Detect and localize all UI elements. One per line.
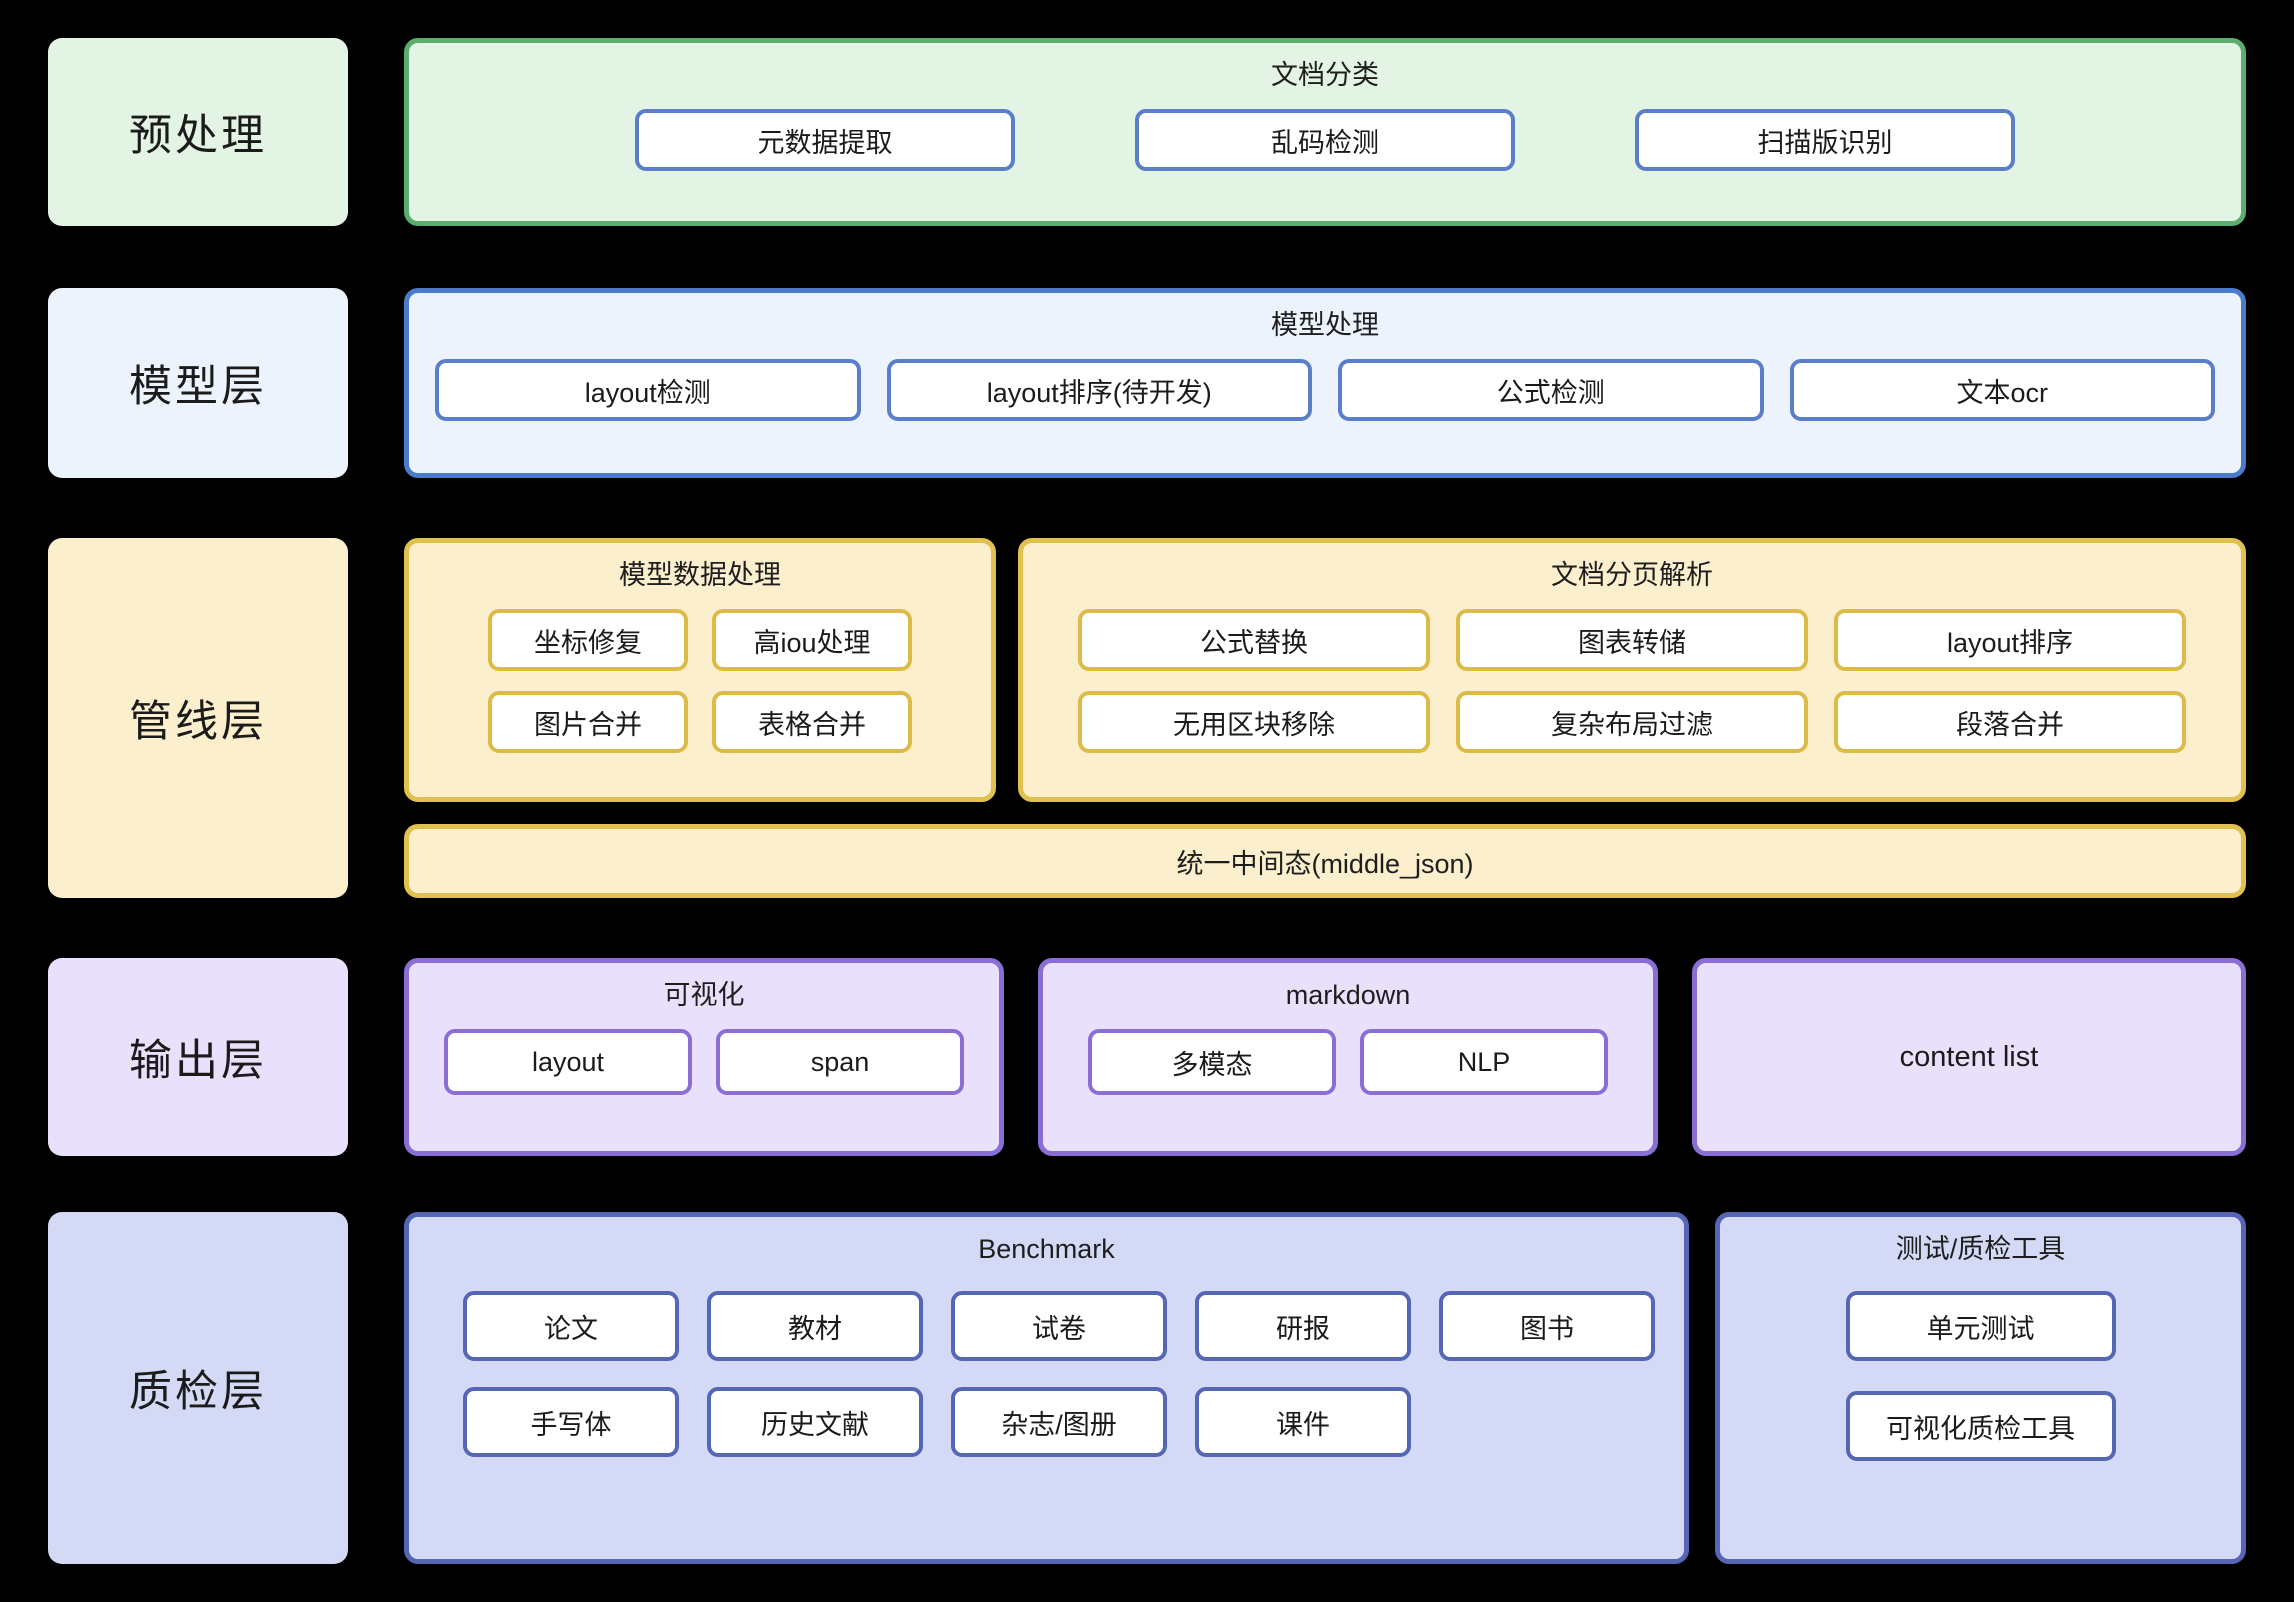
chip-research-report[interactable]: 研报 bbox=[1195, 1291, 1411, 1362]
layer-label-text: 管线层 bbox=[129, 698, 267, 746]
chip-chart-dump[interactable]: 图表转储 bbox=[1456, 609, 1808, 672]
panel-visualization: 可视化 layout span bbox=[404, 958, 1004, 1156]
content-list-label: content list bbox=[1899, 1040, 2039, 1073]
chip-layout-ordering[interactable]: layout排序(待开发) bbox=[886, 359, 1312, 422]
panel-items: 公式替换 图表转储 layout排序 无用区块移除 复杂布局过滤 段落合并 bbox=[1049, 609, 2215, 754]
model-panels: 模型处理 layout检测 layout排序(待开发) 公式检测 文本ocr bbox=[404, 288, 2246, 478]
chip-garbled-detection[interactable]: 乱码检测 bbox=[1135, 109, 1515, 172]
layer-label-model: 模型层 bbox=[48, 288, 348, 478]
panel-title: 模型处理 bbox=[1271, 310, 1379, 340]
chip-useless-block-removal[interactable]: 无用区块移除 bbox=[1078, 691, 1430, 754]
layer-row-output: 输出层 可视化 layout span markdown 多模态 NLP con… bbox=[48, 958, 2246, 1156]
layer-row-qa: 质检层 Benchmark 论文 教材 试卷 研报 图书 手写体 历史文献 杂志… bbox=[48, 1212, 2246, 1564]
panel-title: 文档分页解析 bbox=[1551, 560, 1713, 590]
panel-test-qa-tools: 测试/质检工具 单元测试 可视化质检工具 bbox=[1715, 1212, 2246, 1564]
layer-label-text: 输出层 bbox=[129, 1037, 267, 1085]
chip-magazine-album[interactable]: 杂志/图册 bbox=[951, 1387, 1167, 1458]
chip-formula-detection[interactable]: 公式检测 bbox=[1338, 359, 1764, 422]
middle-json-bar: 统一中间态(middle_json) bbox=[404, 824, 2246, 898]
chip-metadata-extraction[interactable]: 元数据提取 bbox=[635, 109, 1015, 172]
chip-span[interactable]: span bbox=[716, 1029, 964, 1096]
panel-title: 可视化 bbox=[663, 980, 745, 1010]
pipeline-top-row: 模型数据处理 坐标修复 高iou处理 图片合并 表格合并 文档分页解析 公式替换… bbox=[404, 538, 2246, 802]
chip-scan-recognition[interactable]: 扫描版识别 bbox=[1635, 109, 2015, 172]
layer-label-text: 预处理 bbox=[129, 112, 267, 160]
layer-label-text: 模型层 bbox=[129, 363, 267, 411]
panel-model-processing: 模型处理 layout检测 layout排序(待开发) 公式检测 文本ocr bbox=[404, 288, 2246, 478]
output-panels: 可视化 layout span markdown 多模态 NLP content… bbox=[404, 958, 2246, 1156]
chip-multimodal[interactable]: 多模态 bbox=[1088, 1029, 1336, 1096]
preprocess-panels: 文档分类 元数据提取 乱码检测 扫描版识别 bbox=[404, 38, 2246, 226]
chip-book[interactable]: 图书 bbox=[1439, 1291, 1655, 1362]
panel-title: 测试/质检工具 bbox=[1895, 1234, 2066, 1264]
panel-title: markdown bbox=[1285, 980, 1411, 1010]
pipeline-panels: 模型数据处理 坐标修复 高iou处理 图片合并 表格合并 文档分页解析 公式替换… bbox=[404, 538, 2246, 898]
panel-title: Benchmark bbox=[978, 1234, 1115, 1264]
panel-items: layout span bbox=[435, 1029, 973, 1096]
chip-layout[interactable]: layout bbox=[444, 1029, 692, 1096]
panel-items: 单元测试 可视化质检工具 bbox=[1746, 1291, 2215, 1462]
chip-text-ocr[interactable]: 文本ocr bbox=[1789, 359, 2215, 422]
panel-content-list: content list bbox=[1692, 958, 2246, 1156]
chip-table-merge[interactable]: 表格合并 bbox=[712, 691, 912, 754]
panel-items: 论文 教材 试卷 研报 图书 手写体 历史文献 杂志/图册 课件 bbox=[435, 1291, 1658, 1458]
layer-row-model: 模型层 模型处理 layout检测 layout排序(待开发) 公式检测 文本o… bbox=[48, 288, 2246, 478]
panel-items: layout检测 layout排序(待开发) 公式检测 文本ocr bbox=[435, 359, 2215, 422]
chip-coordinate-repair[interactable]: 坐标修复 bbox=[488, 609, 688, 672]
layer-label-text: 质检层 bbox=[129, 1368, 267, 1416]
chip-nlp[interactable]: NLP bbox=[1360, 1029, 1608, 1096]
layer-label-preprocess: 预处理 bbox=[48, 38, 348, 226]
chip-visual-qa-tool[interactable]: 可视化质检工具 bbox=[1845, 1391, 2116, 1462]
chip-historical-document[interactable]: 历史文献 bbox=[707, 1387, 923, 1458]
layer-label-qa: 质检层 bbox=[48, 1212, 348, 1564]
chip-handwriting[interactable]: 手写体 bbox=[463, 1387, 679, 1458]
panel-items: 坐标修复 高iou处理 图片合并 表格合并 bbox=[435, 609, 965, 754]
chip-layout-sort[interactable]: layout排序 bbox=[1834, 609, 2186, 672]
panel-title: 文档分类 bbox=[1271, 60, 1379, 90]
chip-formula-replace[interactable]: 公式替换 bbox=[1078, 609, 1430, 672]
chip-courseware[interactable]: 课件 bbox=[1195, 1387, 1411, 1458]
qa-panels: Benchmark 论文 教材 试卷 研报 图书 手写体 历史文献 杂志/图册 … bbox=[404, 1212, 2246, 1564]
chip-image-merge[interactable]: 图片合并 bbox=[488, 691, 688, 754]
chip-complex-layout-filter[interactable]: 复杂布局过滤 bbox=[1456, 691, 1808, 754]
panel-model-data-processing: 模型数据处理 坐标修复 高iou处理 图片合并 表格合并 bbox=[404, 538, 996, 802]
chip-paragraph-merge[interactable]: 段落合并 bbox=[1834, 691, 2186, 754]
chip-unit-test[interactable]: 单元测试 bbox=[1845, 1291, 2116, 1362]
layer-row-pipeline: 管线层 模型数据处理 坐标修复 高iou处理 图片合并 表格合并 文档分页解析 … bbox=[48, 538, 2246, 898]
chip-textbook[interactable]: 教材 bbox=[707, 1291, 923, 1362]
panel-markdown: markdown 多模态 NLP bbox=[1038, 958, 1658, 1156]
chip-layout-detection[interactable]: layout检测 bbox=[435, 359, 861, 422]
chip-high-iou-processing[interactable]: 高iou处理 bbox=[712, 609, 912, 672]
panel-title: 模型数据处理 bbox=[619, 560, 781, 590]
layer-row-preprocess: 预处理 文档分类 元数据提取 乱码检测 扫描版识别 bbox=[48, 38, 2246, 226]
chip-paper[interactable]: 论文 bbox=[463, 1291, 679, 1362]
layer-label-pipeline: 管线层 bbox=[48, 538, 348, 898]
chip-exam[interactable]: 试卷 bbox=[951, 1291, 1167, 1362]
panel-items: 元数据提取 乱码检测 扫描版识别 bbox=[435, 109, 2215, 172]
panel-document-page-parsing: 文档分页解析 公式替换 图表转储 layout排序 无用区块移除 复杂布局过滤 … bbox=[1018, 538, 2246, 802]
panel-document-classification: 文档分类 元数据提取 乱码检测 扫描版识别 bbox=[404, 38, 2246, 226]
layer-label-output: 输出层 bbox=[48, 958, 348, 1156]
panel-benchmark: Benchmark 论文 教材 试卷 研报 图书 手写体 历史文献 杂志/图册 … bbox=[404, 1212, 1689, 1564]
panel-items: 多模态 NLP bbox=[1069, 1029, 1627, 1096]
